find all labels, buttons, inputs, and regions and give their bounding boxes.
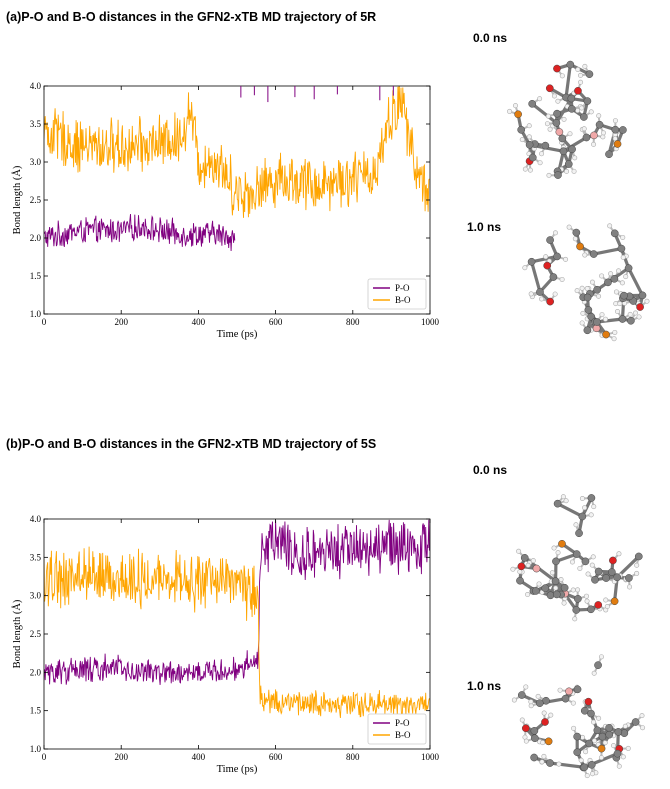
legend-label-P-O: P-O	[395, 283, 410, 293]
snapshot-a-0ns-label: 0.0 ns	[473, 31, 508, 45]
snapshot-b-1ns-label: 1.0 ns	[467, 679, 502, 693]
molecule-5s-0ns-image	[510, 494, 643, 622]
molecule-5r-0ns-image	[507, 60, 627, 179]
x-tick-label: 800	[346, 317, 360, 327]
legend-label-P-O: P-O	[395, 718, 410, 728]
y-tick-label: 3.0	[30, 591, 42, 601]
x-tick-label: 600	[269, 317, 283, 327]
y-axis-label: Bond length (Å)	[11, 599, 23, 668]
x-tick-label: 600	[269, 752, 283, 762]
x-tick-label: 1000	[421, 317, 440, 327]
legend-label-B-O: B-O	[395, 295, 411, 305]
chart-a: 0 200 400 600 800 1000 1.0 1.5 2.0 2.5 3.0 3.5 4.0Ti…	[11, 81, 440, 340]
x-tick-label: 200	[114, 752, 128, 762]
y-tick-label: 3.5	[30, 119, 42, 129]
x-tick-label: 0	[42, 317, 47, 327]
panel-a-title: (a)P-O and B-O distances in the GFN2-xTB…	[6, 10, 377, 24]
molecule-5s-1ns-image	[511, 654, 646, 779]
panel-b-title: (b)P-O and B-O distances in the GFN2-xTB…	[6, 437, 377, 451]
y-tick-label: 1.0	[30, 744, 42, 754]
molecule-5r-1ns-image	[522, 223, 650, 342]
x-tick-label: 800	[346, 752, 360, 762]
y-tick-label: 3.0	[30, 157, 42, 167]
y-tick-label: 2.5	[30, 195, 42, 205]
y-tick-label: 1.5	[30, 706, 42, 716]
y-tick-label: 2.0	[30, 233, 42, 243]
x-tick-label: 400	[192, 317, 206, 327]
legend-label-B-O: B-O	[395, 730, 411, 740]
y-tick-label: 3.5	[30, 552, 42, 562]
legend: P-O B-O	[367, 713, 427, 745]
x-axis-label: Time (ps)	[217, 764, 258, 775]
x-tick-label: 400	[192, 752, 206, 762]
y-tick-label: 2.0	[30, 667, 42, 677]
series-line-P-O	[44, 519, 430, 685]
y-tick-label: 2.5	[30, 629, 42, 639]
y-tick-label: 4.0	[30, 81, 42, 91]
y-tick-label: 1.5	[30, 271, 42, 281]
legend-box	[367, 278, 427, 310]
series-line-P-O	[44, 213, 236, 252]
x-tick-label: 0	[42, 752, 47, 762]
y-axis-label: Bond length (Å)	[11, 165, 23, 234]
series-line-B-O	[44, 546, 430, 719]
chart-b: 0 200 400 600 800 1000 1.0 1.5 2.0 2.5 3.0 3.5 4.0Ti…	[11, 514, 440, 775]
series-line-B-O	[44, 86, 430, 218]
y-tick-label: 1.0	[30, 309, 42, 319]
legend-box	[367, 713, 427, 745]
x-axis-label: Time (ps)	[217, 329, 258, 340]
x-tick-label: 200	[114, 317, 128, 327]
x-tick-label: 1000	[421, 752, 440, 762]
y-tick-label: 4.0	[30, 514, 42, 524]
legend: P-O B-O	[367, 278, 427, 310]
snapshot-b-0ns-label: 0.0 ns	[473, 463, 508, 477]
snapshot-a-1ns-label: 1.0 ns	[467, 220, 502, 234]
